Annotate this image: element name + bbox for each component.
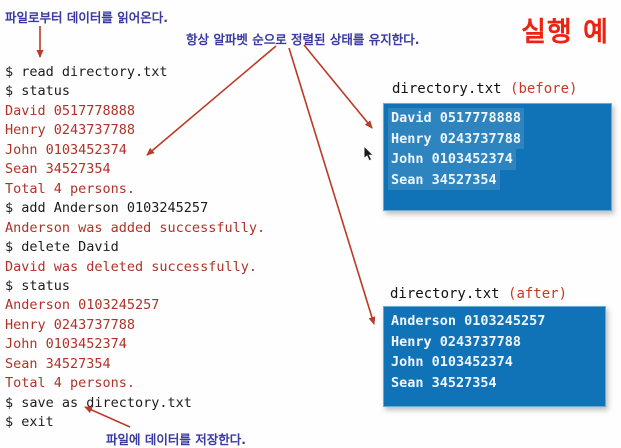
file-label-before: directory.txt (before) <box>392 81 577 97</box>
file-label-after: directory.txt (after) <box>390 286 567 302</box>
terminal-line: $ exit <box>5 414 54 431</box>
terminal-line: $ delete David <box>5 239 119 256</box>
terminal-line: Anderson was added successfully. <box>5 219 266 236</box>
filebox-line: David 0517778888 <box>388 108 525 129</box>
file-state: (after) <box>508 286 568 302</box>
filebox-line: John 0103452374 <box>391 354 513 370</box>
terminal-line: $ save as directory.txt <box>5 394 192 411</box>
filebox-line: Sean 34527354 <box>391 374 497 391</box>
terminal-line: Anderson 0103245257 <box>5 297 160 314</box>
annotation-read-file: 파일로부터 데이터를 읽어온다. <box>5 10 168 25</box>
page-title: 실행 예 <box>521 17 609 48</box>
terminal-line: Henry 0243737788 <box>5 122 136 139</box>
terminal-line: Sean 34527354 <box>5 355 111 372</box>
terminal-line: $ add Anderson 0103245257 <box>5 200 209 217</box>
terminal-line: Total 4 persons. <box>5 375 136 392</box>
terminal-line: John 0103452374 <box>5 336 127 353</box>
filebox-line: Henry 0243737788 <box>391 333 522 350</box>
annotation-save-file: 파일에 데이터를 저장한다. <box>106 432 246 447</box>
filebox-line: Anderson 0103245257 <box>391 313 546 329</box>
filebox-line: Sean 34527354 <box>388 169 500 190</box>
file-name: directory.txt <box>392 81 502 97</box>
file-name: directory.txt <box>390 286 500 302</box>
terminal-line: Sean 34527354 <box>5 161 111 178</box>
filebox-line: Henry 0243737788 <box>388 128 525 149</box>
terminal-line: $ status <box>5 277 71 294</box>
file-state: (before) <box>510 81 578 97</box>
mouse-cursor-icon <box>363 144 375 162</box>
terminal-line: Total 4 persons. <box>5 180 136 197</box>
annotation-keep-sorted: 항상 알파벳 순으로 정렬된 상태를 유지한다. <box>186 32 420 47</box>
filebox-line: John 0103452374 <box>388 149 516 170</box>
terminal-line: $ read directory.txt <box>5 64 168 80</box>
terminal-line: David was deleted successfully. <box>5 258 257 275</box>
terminal-line: John 0103452374 <box>5 141 127 158</box>
terminal-line: Henry 0243737788 <box>5 316 136 333</box>
terminal-line: $ status <box>5 83 71 100</box>
terminal-line: David 0517778888 <box>5 102 136 119</box>
arrow-sorted-to-after-box <box>288 47 376 325</box>
arrow-sorted-to-before-box <box>303 44 373 129</box>
